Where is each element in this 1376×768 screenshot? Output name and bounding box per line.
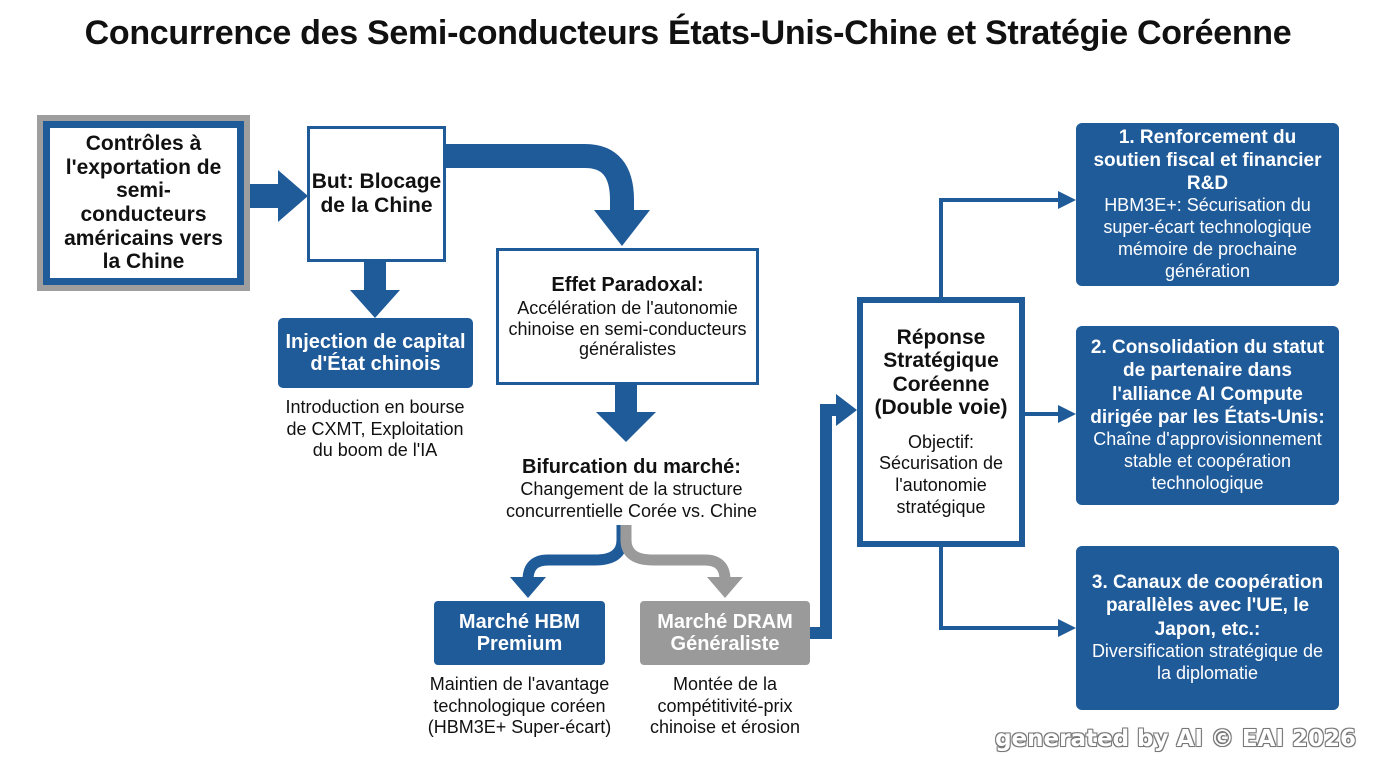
bifurcation-title: Bifurcation du marché: <box>522 456 741 478</box>
state-capital-box: Injection de capital d'État chinois <box>278 318 473 388</box>
dram-market-label: Marché DRAM Généraliste <box>657 610 793 655</box>
goal-box: But: Blocage de la Chine <box>307 126 446 262</box>
arrow-dram-to-response <box>810 404 838 639</box>
state-capital-label: Injection de capital d'État chinois <box>285 330 466 375</box>
goal-label: But: Blocage de la Chine <box>311 170 442 217</box>
state-capital-caption: Introduction en bourse de CXMT, Exploita… <box>285 397 465 461</box>
arrow-response-to-s3 <box>939 547 1060 630</box>
arrow-split-dram <box>620 525 731 581</box>
paradox-title: Effet Paradoxal: <box>551 274 704 297</box>
hbm-market-caption: Maintien de l'avantage technologique cor… <box>427 674 612 738</box>
strategy-box-2: 2. Consolidation du statut de partenaire… <box>1076 326 1339 505</box>
bifurcation-text: Changement de la structure concurrentiel… <box>505 479 758 521</box>
strategy-2-text: Chaîne d'approvisionnement stable et coo… <box>1093 428 1322 493</box>
korean-response-box: Réponse Stratégique Coréenne (Double voi… <box>857 297 1025 547</box>
strategy-box-1: 1. Renforcement du soutien fiscal et fin… <box>1076 123 1339 286</box>
dram-market-caption: Montée de la compétitivité-prix chinoise… <box>649 674 801 738</box>
korean-response-text: Objectif: Sécurisation de l'autonomie st… <box>878 431 1004 517</box>
korean-response-title: Réponse Stratégique Coréenne (Double voi… <box>874 325 1008 420</box>
paradox-box: Effet Paradoxal: Accélération de l'auton… <box>496 248 759 385</box>
arrow-export-to-goal <box>250 170 308 222</box>
dram-market-box: Marché DRAM Généraliste <box>640 601 810 665</box>
page-title: Concurrence des Semi-conducteurs États-U… <box>84 14 1292 52</box>
arrow-paradox-to-bifurcation <box>596 385 656 442</box>
strategy-1-text: HBM3E+: Sécurisation du super-écart tech… <box>1103 195 1312 282</box>
strategy-3-text: Diversification stratégique de la diplom… <box>1091 640 1324 683</box>
strategy-2-title: 2. Consolidation du statut de partenaire… <box>1090 337 1325 428</box>
hbm-market-label: Marché HBM Premium <box>458 610 581 655</box>
watermark: generated by AI © EAI 2026 <box>995 726 1356 752</box>
strategy-box-3: 3. Canaux de coopération parallèles avec… <box>1076 546 1339 710</box>
paradox-text: Accélération de l'autonomie chinoise en … <box>508 298 747 359</box>
strategy-3-title: 3. Canaux de coopération parallèles avec… <box>1091 572 1324 640</box>
bifurcation-node: Bifurcation du marché: Changement de la … <box>490 455 773 522</box>
arrow-response-to-s1 <box>939 198 1060 297</box>
hbm-market-box: Marché HBM Premium <box>434 601 605 665</box>
export-controls-box: Contrôles à l'exportation de semi-conduc… <box>37 115 250 291</box>
strategy-1-title: 1. Renforcement du soutien fiscal et fin… <box>1093 126 1322 195</box>
export-controls-label: Contrôles à l'exportation de semi-conduc… <box>43 121 244 285</box>
arrow-split-hbm <box>522 525 628 581</box>
arrow-goal-to-capital <box>350 262 400 318</box>
arrow-goal-to-paradox <box>446 144 634 212</box>
